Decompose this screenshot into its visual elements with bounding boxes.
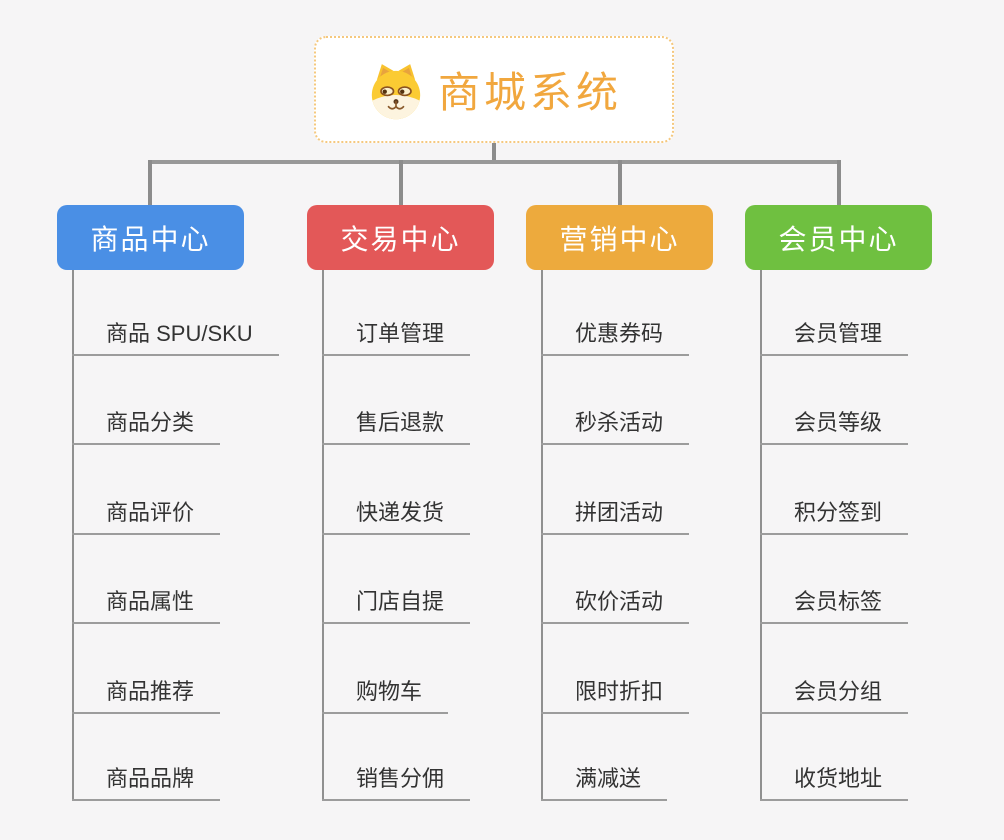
branch-node-product-center[interactable]: 商品中心 — [57, 205, 244, 270]
branch-node-member-center[interactable]: 会员中心 — [745, 205, 932, 270]
leaf-topic[interactable]: 快递发货 — [322, 500, 471, 535]
leaf-topic[interactable]: 优惠券码 — [541, 321, 690, 356]
leaf-topic[interactable]: 商品品牌 — [72, 766, 221, 801]
leaf-topic[interactable]: 商品评价 — [72, 500, 221, 535]
leaf-topic[interactable]: 砍价活动 — [541, 589, 690, 624]
branch-2-spine-line — [322, 270, 324, 801]
leaf-topic[interactable]: 会员等级 — [760, 410, 909, 445]
leaf-topic[interactable]: 商品属性 — [72, 589, 221, 624]
leaf-topic[interactable]: 门店自提 — [322, 589, 471, 624]
root-title: 商城系统 — [437, 69, 622, 116]
connector-horizontal-bar — [148, 160, 841, 164]
branch-1-spine-line — [72, 270, 74, 801]
leaf-topic[interactable]: 收货地址 — [760, 766, 909, 801]
connector-root-stem — [492, 143, 496, 164]
leaf-topic[interactable]: 限时折扣 — [541, 679, 690, 714]
leaf-topic[interactable]: 秒杀活动 — [541, 410, 690, 445]
branch-node-trade-center[interactable]: 交易中心 — [307, 205, 494, 270]
connector-drop-branch-4 — [837, 160, 841, 206]
leaf-topic[interactable]: 订单管理 — [322, 321, 471, 356]
connector-drop-branch-1 — [148, 160, 152, 206]
leaf-topic[interactable]: 会员管理 — [760, 321, 909, 356]
connector-drop-branch-3 — [618, 160, 622, 206]
root-node[interactable]: 商城系统 — [314, 36, 674, 143]
leaf-topic[interactable]: 积分签到 — [760, 500, 909, 535]
leaf-topic[interactable]: 商品推荐 — [72, 679, 221, 714]
leaf-topic[interactable]: 售后退款 — [322, 410, 471, 445]
leaf-topic[interactable]: 满减送 — [541, 766, 668, 801]
branch-4-spine-line — [760, 270, 762, 801]
connector-drop-branch-2 — [399, 160, 403, 206]
branch-node-marketing-center[interactable]: 营销中心 — [526, 205, 713, 270]
dog-face-icon — [366, 60, 426, 120]
leaf-topic[interactable]: 商品 SPU/SKU — [72, 321, 279, 356]
leaf-topic[interactable]: 销售分佣 — [322, 766, 471, 801]
leaf-topic[interactable]: 会员分组 — [760, 679, 909, 714]
leaf-topic[interactable]: 拼团活动 — [541, 500, 690, 535]
branch-3-spine-line — [541, 270, 543, 801]
leaf-topic[interactable]: 会员标签 — [760, 589, 909, 624]
leaf-topic[interactable]: 购物车 — [322, 679, 449, 714]
leaf-topic[interactable]: 商品分类 — [72, 410, 221, 445]
